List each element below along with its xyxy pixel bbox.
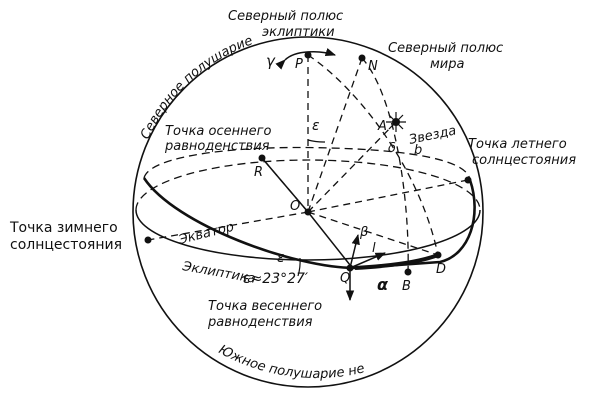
label-O: O — [290, 199, 300, 214]
angle-lambda-label: l — [372, 241, 376, 256]
autumn-equinox-line2: равноденствия — [164, 139, 270, 154]
ecliptic-back-arc — [143, 146, 471, 181]
north-celestial-pole-line1: Северный полюс — [388, 41, 503, 56]
angle-epsilon-bottom — [297, 257, 301, 277]
point-B — [404, 268, 412, 276]
point-D — [434, 251, 442, 259]
label-A: A — [377, 119, 387, 134]
angle-beta-label: β — [359, 225, 368, 240]
autumn-equinox-line1: Точка осеннего — [165, 124, 271, 139]
line-O-summer — [307, 179, 469, 213]
point-summer-solstice — [464, 176, 472, 184]
north-celestial-pole-line2: мира — [430, 57, 465, 72]
point-N — [358, 54, 366, 62]
star-icon — [386, 112, 406, 132]
summer-solstice-line2: солнцестояния — [472, 153, 576, 168]
angle-delta-label: δ — [388, 141, 396, 156]
angle-epsilon-top-label: ε — [312, 118, 320, 134]
equator-front-arc — [135, 209, 481, 261]
label-gamma: γ — [266, 52, 276, 70]
label-D: D — [436, 262, 446, 277]
point-O — [304, 208, 312, 216]
angle-epsilon-top — [307, 139, 326, 143]
line-O-winter — [147, 211, 309, 241]
winter-solstice-line1: Точка зимнего — [9, 220, 118, 236]
north-ecliptic-pole-line1: Северный полюс — [228, 9, 343, 24]
obliquity-label: ε≈23°27′ — [243, 271, 309, 287]
winter-solstice-line2: солнцестояния — [10, 237, 122, 253]
meridian-P-D — [307, 54, 439, 256]
meridian-N-B — [361, 57, 409, 273]
line-O-D — [307, 211, 439, 256]
line-O-Q — [307, 211, 351, 266]
label-Q: Q — [340, 271, 350, 286]
label-R: R — [254, 165, 263, 180]
angle-b-label: b — [414, 143, 422, 158]
angle-epsilon-bottom-label: ε — [277, 250, 285, 266]
north-hemisphere-label: Северное полушарие неба — [0, 0, 255, 142]
arrow-lambda — [349, 252, 386, 269]
summer-solstice-line1: Точка летнего — [468, 137, 567, 152]
celestial-sphere-outline — [132, 36, 484, 388]
label-P: P — [295, 57, 303, 72]
line-O-A — [307, 121, 397, 213]
ecliptic-front-arc — [142, 177, 476, 270]
point-winter-solstice — [144, 236, 152, 244]
equator-label: Экватор — [176, 220, 235, 248]
line-R-O — [261, 157, 309, 213]
equator-back-arc — [135, 159, 481, 211]
north-ecliptic-pole-line2: эклиптики — [262, 25, 335, 40]
label-N: N — [368, 59, 378, 74]
point-P — [304, 51, 312, 59]
spring-equinox-line2: равноденствия — [207, 315, 313, 330]
point-R — [258, 154, 266, 162]
axis-O-N — [307, 57, 363, 213]
angle-alpha-label: α — [377, 275, 389, 294]
arrow-beta — [349, 233, 360, 269]
arc-lambda-highlight — [354, 253, 439, 270]
spring-equinox-line1: Точка весеннего — [208, 299, 322, 314]
point-Q — [346, 264, 354, 272]
label-B: B — [402, 279, 411, 294]
